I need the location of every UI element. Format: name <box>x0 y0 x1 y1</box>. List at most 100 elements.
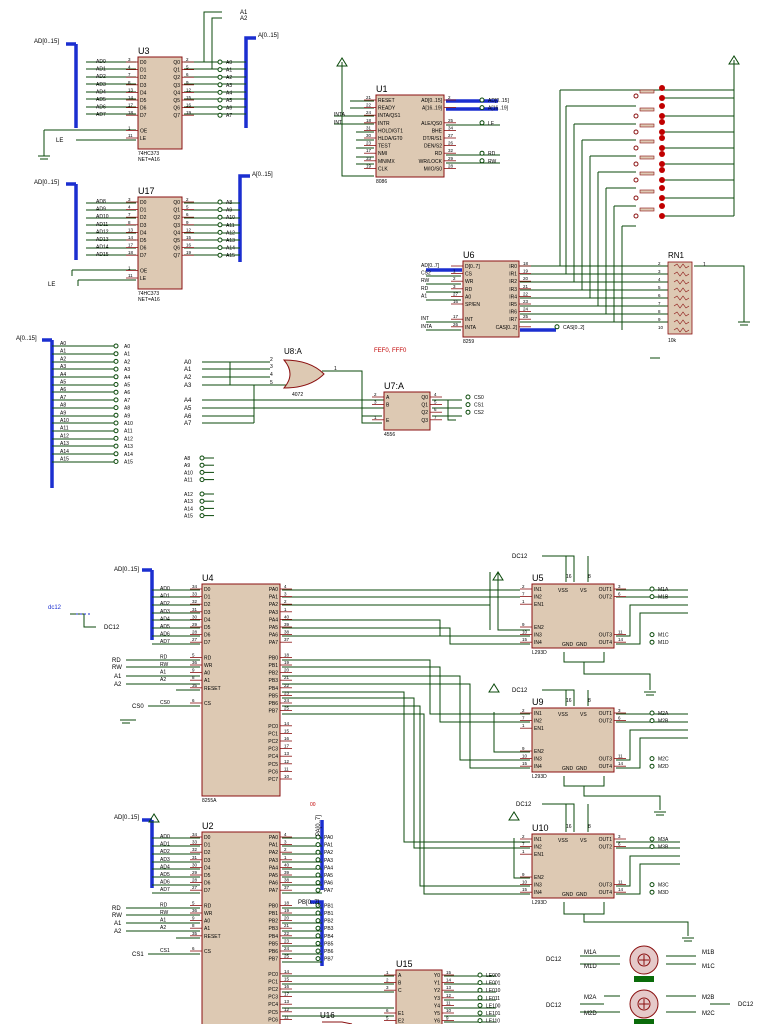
pin-number: 20 <box>284 668 290 673</box>
pin-number: 18 <box>128 110 134 115</box>
pin-number: 11 <box>618 880 623 885</box>
u2-a1-label: A1 <box>114 921 122 927</box>
pin-number: 4 <box>128 65 131 70</box>
pin-number: 2 <box>448 95 451 100</box>
net-label: LE010 <box>486 988 501 994</box>
pin-number: 1 <box>453 269 456 274</box>
resistor-element <box>673 303 690 309</box>
bus-tap-label: A5 <box>60 380 66 386</box>
pin-name: GND <box>562 642 574 648</box>
net-label: AD6 <box>160 880 170 886</box>
pin-name: D2 <box>204 850 211 856</box>
net-label: A7 <box>226 113 232 119</box>
pin-number: 7 <box>522 592 525 597</box>
motor2-dc-right-label: DC12 <box>738 1002 754 1008</box>
pin-name: VS <box>580 588 587 594</box>
pin-number: 6 <box>618 842 621 847</box>
pin-name: OUT2 <box>599 845 613 851</box>
net-label: CS0 <box>474 395 484 401</box>
motor2-c-label: M2C <box>702 1011 715 1017</box>
pin-name: PC4 <box>268 754 278 760</box>
pin-number: 7 <box>658 301 661 306</box>
pin-name: PA3 <box>269 858 278 864</box>
pin-number: 9 <box>446 1016 449 1021</box>
pin-number: 18 <box>284 652 290 657</box>
net-terminal <box>479 120 485 126</box>
pin-name: PC2 <box>268 739 278 745</box>
net-terminal <box>315 857 321 863</box>
pin-number: 2 <box>386 978 389 983</box>
pin-name: CS <box>204 949 212 955</box>
chip-ref: U9 <box>532 697 544 707</box>
switch-dot <box>659 135 665 141</box>
switch-lever <box>639 189 655 194</box>
u4-a2-label: A2 <box>114 682 122 688</box>
net-label: PA6 <box>324 881 333 887</box>
pin-name: PB0 <box>269 655 279 661</box>
net-label: AD7 <box>96 112 106 118</box>
net-label: A0 <box>124 344 130 350</box>
net-label: AD1 <box>160 594 170 600</box>
pin-number: 19 <box>186 250 192 255</box>
net-terminal <box>199 498 205 504</box>
pin-name: D2 <box>140 75 147 81</box>
pin-number: 34 <box>192 832 198 837</box>
switch-dot <box>659 95 665 101</box>
bus-tap-label: A4 <box>60 372 66 378</box>
u2-cs-label: CS1 <box>132 952 144 958</box>
net-terminal <box>217 207 223 213</box>
pin-name: Q3 <box>173 83 180 89</box>
pin-number: 21 <box>284 923 290 928</box>
net-terminal <box>649 836 655 842</box>
net-terminal <box>113 405 119 411</box>
net-label: AD8 <box>96 199 106 205</box>
pin-name: A[16..19] <box>422 106 443 112</box>
u10-dc-label: DC12 <box>516 802 532 808</box>
pin-name: Q7 <box>173 253 180 259</box>
net-label: AD13 <box>96 237 109 243</box>
rn1-pin1: 1 <box>703 262 706 268</box>
pin-name: D5 <box>204 625 211 631</box>
pin-name: EN1 <box>534 852 544 858</box>
net-terminal <box>217 214 223 220</box>
net-terminal <box>113 382 119 387</box>
net-label: PB6 <box>324 949 334 955</box>
pin-name: A0 <box>465 294 471 300</box>
pin-name: DEN/S2 <box>424 144 442 150</box>
net-label: RW <box>488 159 497 165</box>
pin-number: 16 <box>566 824 572 830</box>
net-label: AD5 <box>96 97 106 103</box>
net-label: AD10 <box>96 214 109 220</box>
bus-tap-label: A2 <box>60 356 66 362</box>
pin-number: 36 <box>192 660 198 665</box>
pin-number: 7 <box>128 72 131 77</box>
pin-number: 5 <box>386 1016 389 1021</box>
pin-number: 26 <box>448 141 454 146</box>
pin-number: 4 <box>434 392 437 397</box>
net-terminal <box>315 948 321 954</box>
pin-number: 8 <box>588 574 591 580</box>
pin-number: 38 <box>284 630 290 635</box>
pin-name: VS <box>580 712 587 718</box>
pin-number: 5 <box>434 400 437 405</box>
u9-dc-label: DC12 <box>512 688 528 694</box>
pin-name: BHE <box>432 128 443 134</box>
net-label: AD3 <box>160 857 170 863</box>
pin-name: INT <box>465 317 473 323</box>
pin-number: 10 <box>522 630 528 635</box>
net-terminal <box>217 97 223 103</box>
pin-name: IR3 <box>509 287 517 293</box>
pin-name: PC0 <box>268 724 278 730</box>
pin-name: PC6 <box>268 769 278 775</box>
pin-number: 19 <box>366 163 372 168</box>
pin-name: Q6 <box>173 106 180 112</box>
net-terminal <box>315 880 321 886</box>
switch-dot <box>659 129 665 135</box>
net-label: INT <box>334 120 342 126</box>
pin-name: WR <box>204 663 213 669</box>
net-label: A9 <box>124 413 130 419</box>
u4-a1-label: A1 <box>114 674 122 680</box>
pin-number: 19 <box>186 110 192 115</box>
chip-u6: U68259D[0..7]AD[0..7]CS1CS2WR2RWRD3RDA02… <box>421 250 585 345</box>
bus-tap-label: A3 <box>60 364 66 370</box>
